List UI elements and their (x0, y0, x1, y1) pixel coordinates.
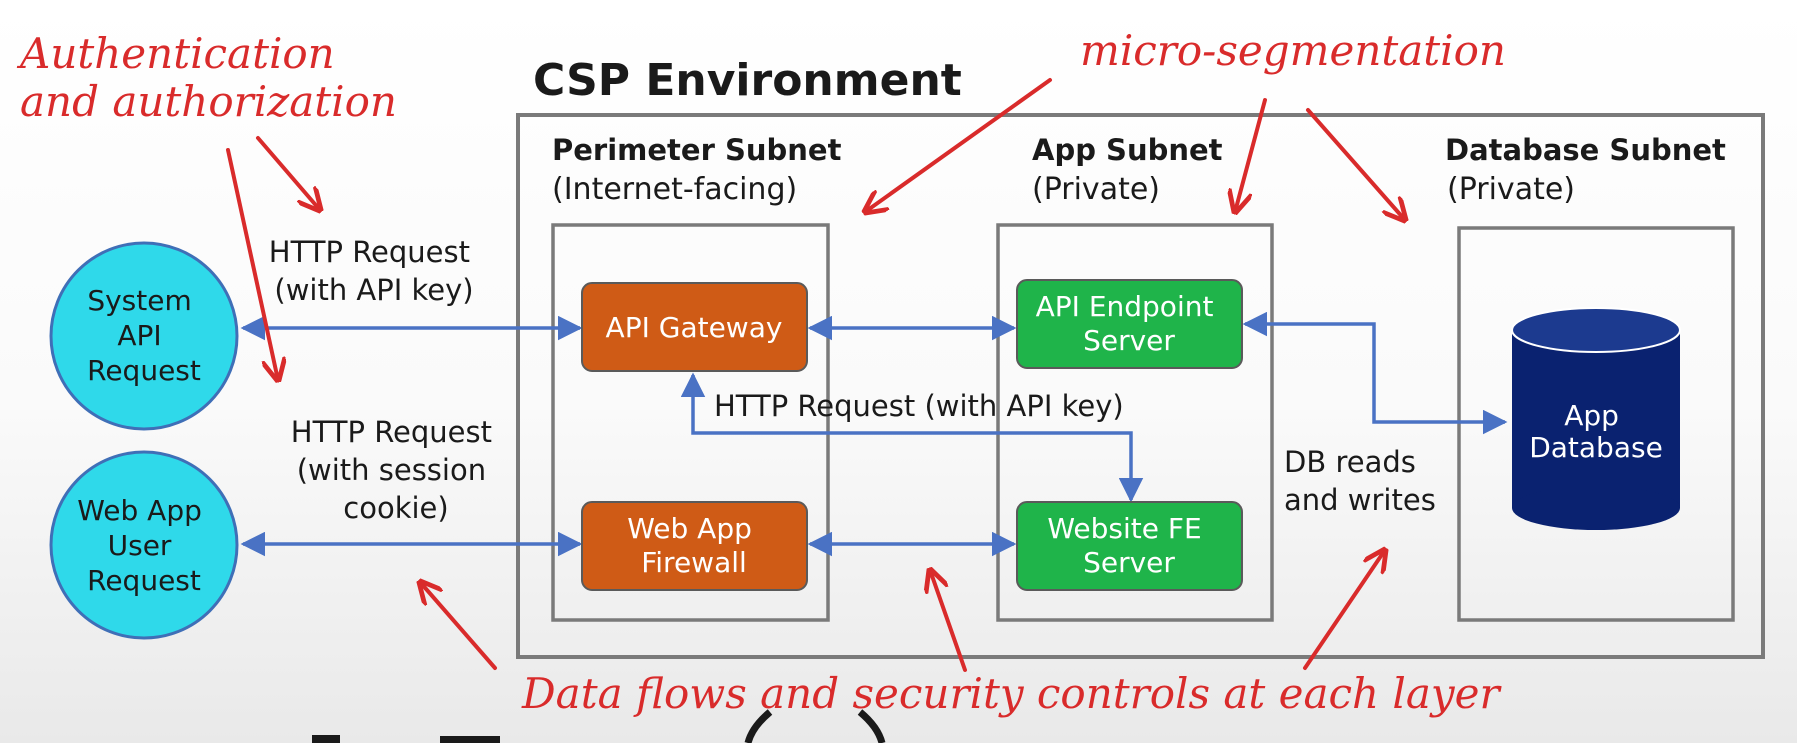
web-app-firewall-label: Web App Firewall (627, 512, 761, 579)
annotation-arrows (226, 78, 1405, 672)
http-session-cookie-label: HTTP Request (with session cookie) (291, 415, 501, 525)
system-api-request-label: System API Request (87, 284, 201, 387)
csp-environment-box (516, 113, 1765, 659)
http-api-key-label: HTTP Request (with API key) (269, 235, 479, 307)
microseg-annotation: micro-segmentation (1080, 26, 1506, 75)
database-subnet-subtitle: (Private) (1447, 172, 1575, 207)
db-reads-writes-label: DB reads and writes (1284, 445, 1436, 517)
webapp-user-request-node (49, 450, 239, 640)
api-gateway-box (581, 282, 808, 372)
app-subnet-title: App Subnet (1032, 133, 1223, 167)
app-database-cylinder (1511, 307, 1681, 530)
api-endpoint-server-label: API Endpoint Server (1036, 290, 1223, 357)
system-api-request-node (49, 241, 239, 431)
arrow-endpoint-to-db (1242, 311, 1508, 435)
web-app-firewall-box (581, 501, 808, 591)
website-fe-server-box (1016, 501, 1243, 591)
arrow-gateway-to-fe (680, 372, 1144, 503)
api-gateway-label: API Gateway (606, 311, 783, 344)
perimeter-subnet-title: Perimeter Subnet (552, 133, 842, 167)
cropped-bottom-text (312, 709, 886, 743)
data-flow-arrows (240, 311, 1508, 557)
diagram-title: CSP Environment (533, 55, 962, 106)
perimeter-subnet-subtitle: (Internet-facing) (552, 172, 797, 207)
database-subnet-title: Database Subnet (1445, 133, 1726, 167)
app-subnet-subtitle: (Private) (1032, 172, 1160, 207)
internal-http-request-label: HTTP Request (with API key) (714, 389, 1124, 423)
dataflows-annotation: Data flows and security controls at each… (521, 669, 1502, 718)
website-fe-server-label: Website FE Server (1047, 512, 1210, 579)
auth-annotation: Authentication and authorization (16, 29, 397, 126)
app-database-label: App Database (1529, 399, 1663, 464)
webapp-user-request-label: Web App User Request (77, 494, 211, 597)
api-endpoint-server-box (1016, 279, 1243, 369)
